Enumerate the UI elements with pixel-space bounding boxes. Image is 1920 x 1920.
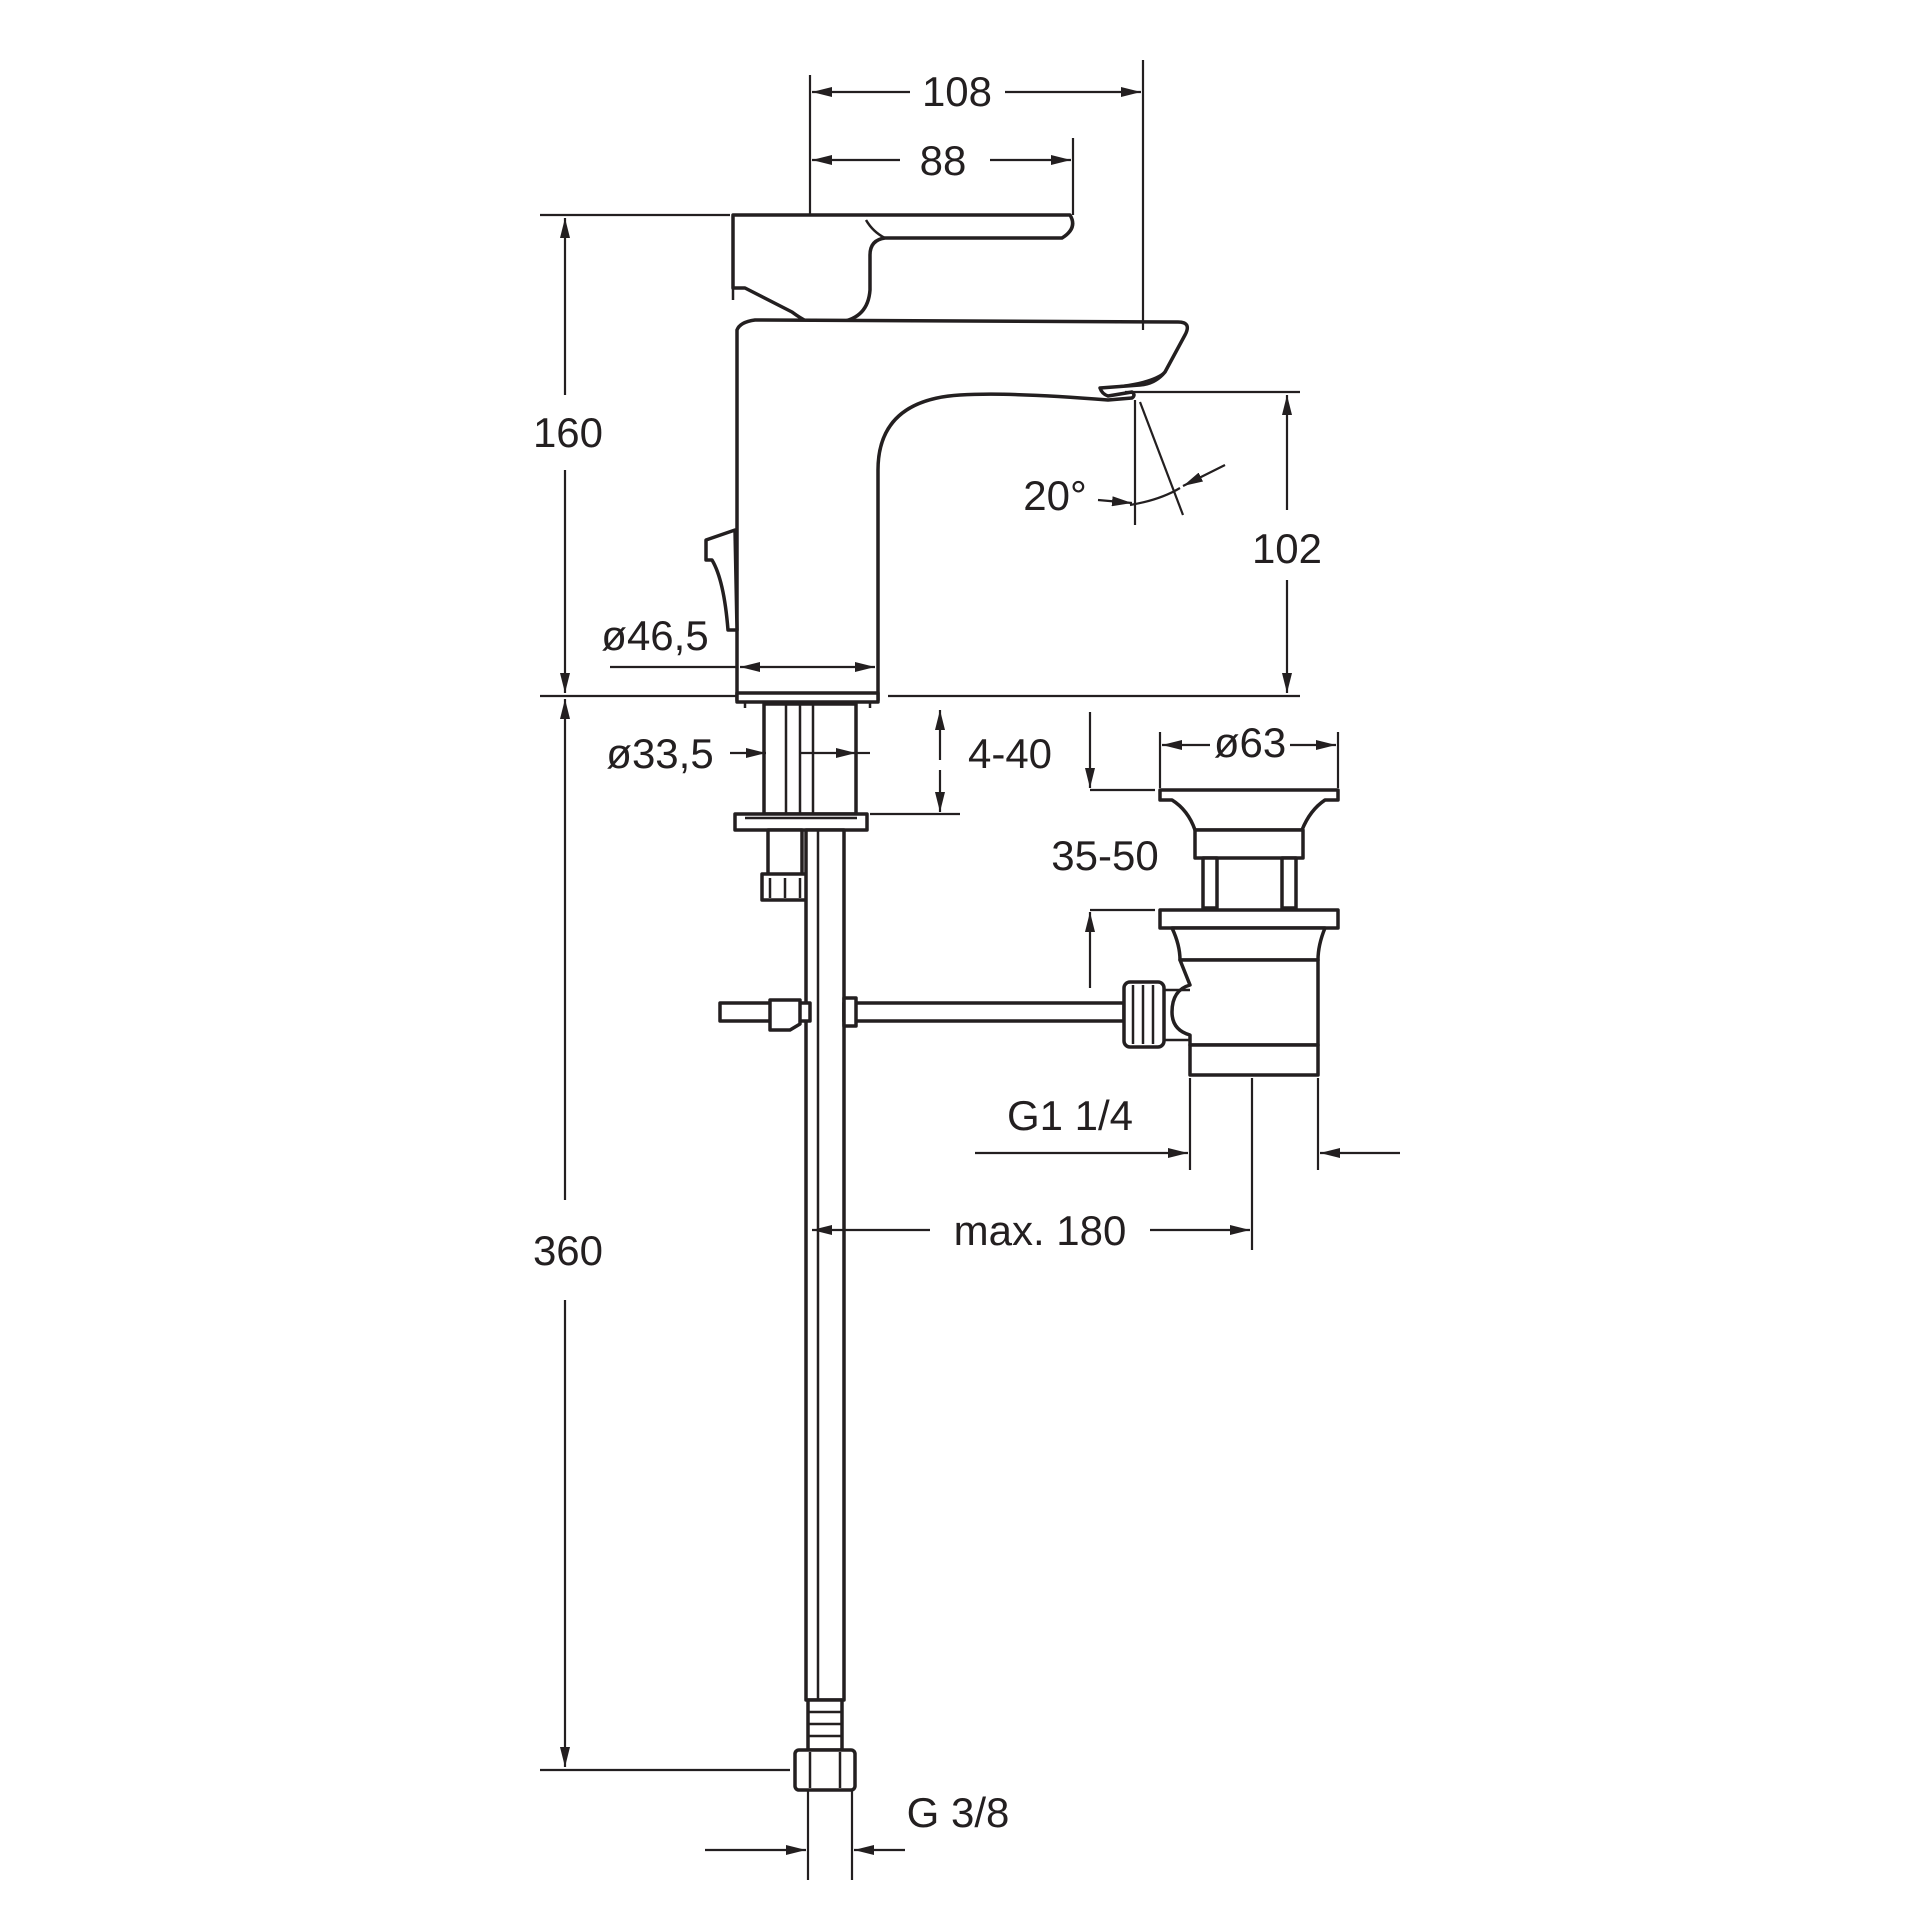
fixing-assembly bbox=[733, 702, 869, 902]
pop-up-rod bbox=[718, 996, 1126, 1032]
dimension-labels: 108 88 160 102 20° ø46,5 ø33,5 4-40 ø63 … bbox=[533, 68, 1322, 1836]
supply-hose bbox=[793, 828, 857, 1792]
waste-valve bbox=[1122, 788, 1340, 1077]
faucet-body bbox=[704, 213, 1190, 708]
dim-hose-length: 360 bbox=[533, 1227, 603, 1274]
dim-waste-range: 35-50 bbox=[1051, 832, 1158, 879]
dim-spout-height: 102 bbox=[1252, 525, 1322, 572]
dimension-lines bbox=[540, 60, 1400, 1880]
dim-shank-diameter: ø33,5 bbox=[606, 730, 713, 777]
dim-hose-thread: G 3/8 bbox=[907, 1789, 1010, 1836]
dim-waste-diameter: ø63 bbox=[1214, 719, 1286, 766]
dim-width-overall: 108 bbox=[922, 68, 992, 115]
dim-rod-length: max. 180 bbox=[954, 1207, 1127, 1254]
dim-height-tap: 160 bbox=[533, 409, 603, 456]
dim-spout-angle: 20° bbox=[1023, 472, 1087, 519]
dim-width-lever: 88 bbox=[920, 137, 967, 184]
dim-base-diameter: ø46,5 bbox=[601, 612, 708, 659]
dim-deck-thickness: 4-40 bbox=[968, 730, 1052, 777]
dim-waste-thread: G1 1/4 bbox=[1007, 1092, 1133, 1139]
